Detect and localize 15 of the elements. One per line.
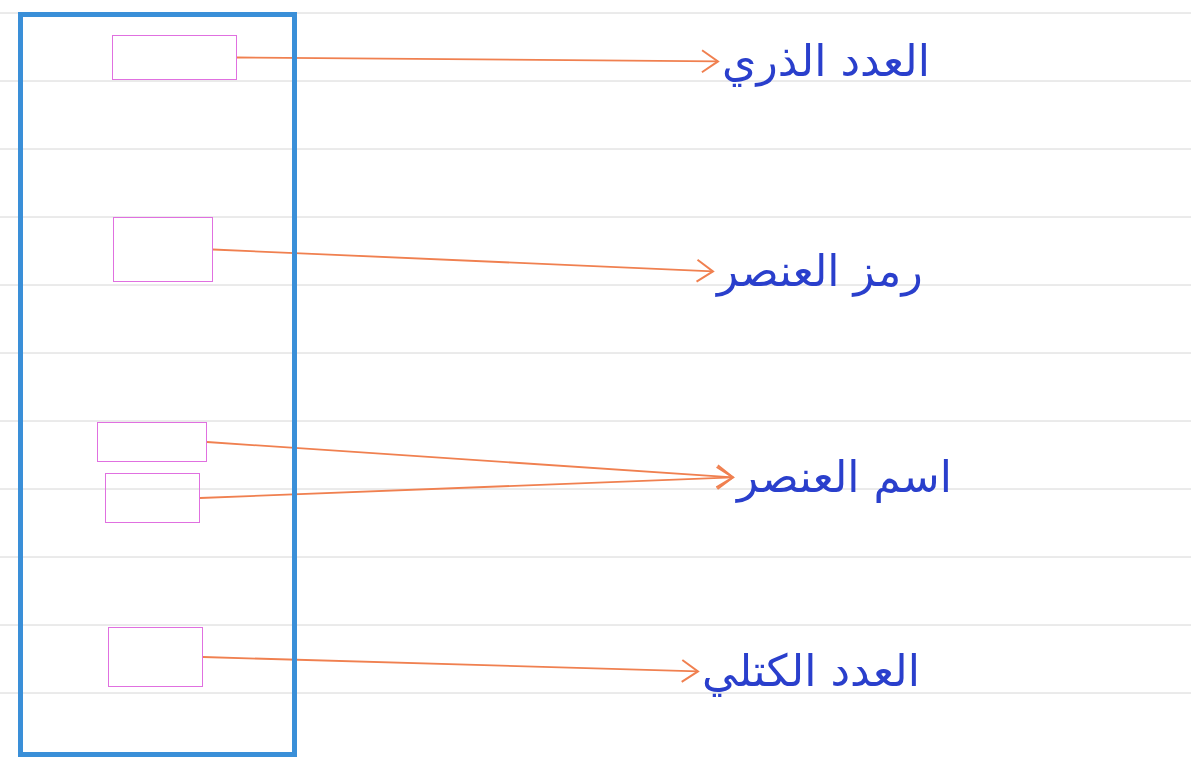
arrow (199, 466, 734, 499)
answer-box (105, 473, 200, 523)
frame-box (18, 12, 297, 757)
label-text: اسم العنصر (735, 451, 954, 504)
arrow (206, 441, 734, 489)
label-text: العدد الكتلي (700, 645, 922, 698)
arrow (236, 49, 719, 74)
arrow (212, 248, 714, 283)
label-text: رمز العنصر (715, 245, 925, 298)
label-text: العدد الذري (720, 35, 932, 88)
answer-box (112, 35, 237, 80)
arrow (202, 656, 699, 683)
answer-box (113, 217, 213, 282)
answer-box (108, 627, 203, 687)
answer-box (97, 422, 207, 462)
